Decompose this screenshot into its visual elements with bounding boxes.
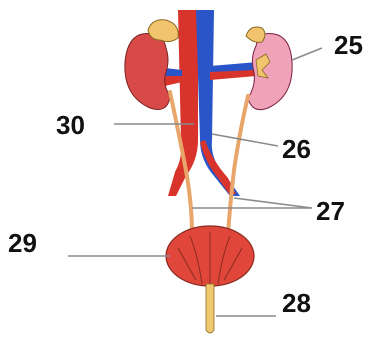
great-vessels — [165, 10, 258, 196]
left-kidney — [125, 34, 170, 110]
left-adrenal-gland — [148, 20, 178, 42]
label-25: 25 — [334, 30, 363, 60]
urethra — [206, 284, 214, 333]
right-kidney — [248, 34, 292, 110]
leader-line-26 — [212, 134, 278, 146]
bladder-group — [166, 226, 254, 286]
leader-line-25 — [292, 48, 322, 60]
label-26: 26 — [282, 134, 311, 164]
left-renal-artery — [165, 76, 182, 86]
label-29: 29 — [8, 228, 37, 258]
label-27: 27 — [316, 196, 345, 226]
label-30: 30 — [56, 110, 85, 140]
right-ureter — [228, 96, 248, 234]
right-adrenal-gland — [246, 27, 265, 42]
leader-line-27b — [234, 198, 312, 208]
label-28: 28 — [282, 288, 311, 318]
